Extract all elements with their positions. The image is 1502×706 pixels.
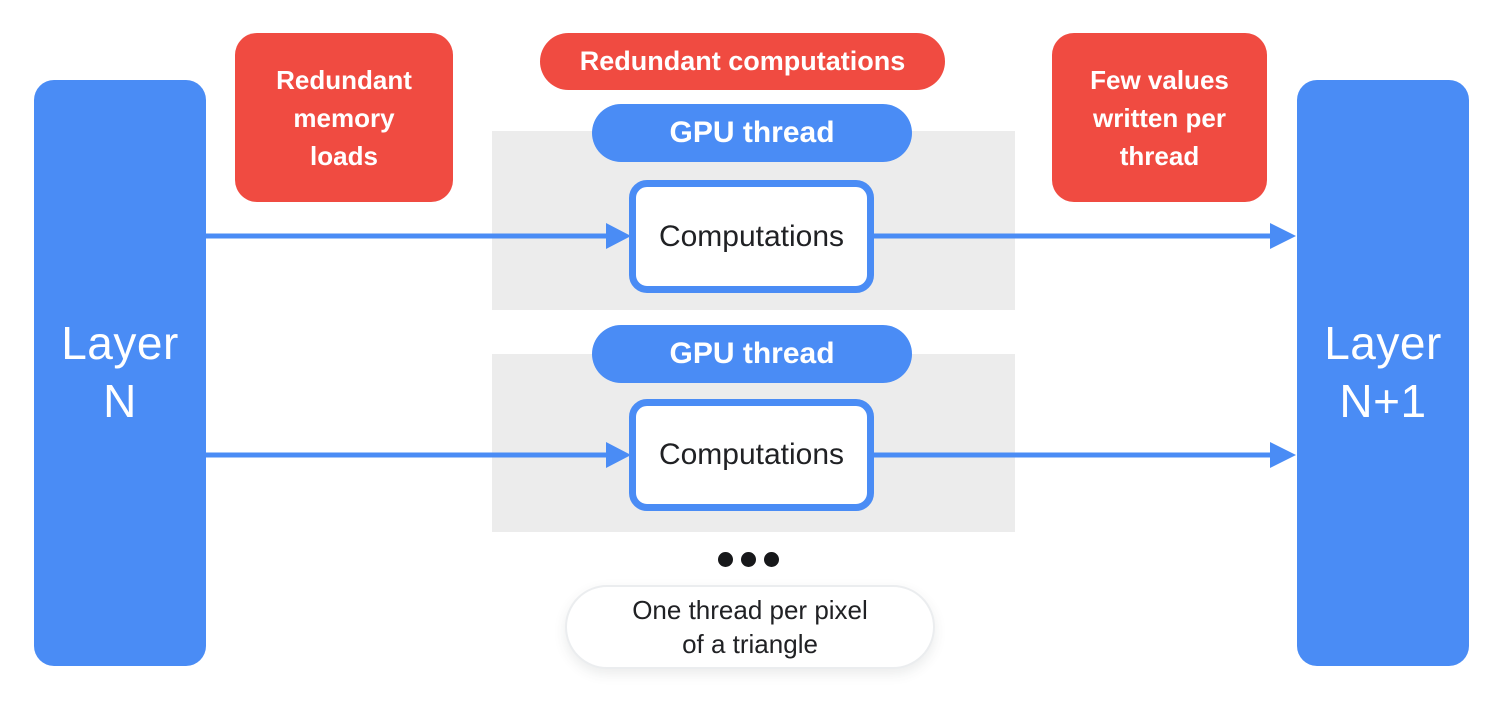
arrow-row-2 <box>206 442 1296 468</box>
ellipsis-dot <box>718 552 733 567</box>
arrow-row-1 <box>206 223 1296 249</box>
badge-memory-line3: loads <box>310 140 378 171</box>
computations-box-1: Computations <box>629 180 874 293</box>
computations-label-2: Computations <box>658 438 845 471</box>
badge-writes-line2: written per <box>1093 102 1226 133</box>
caption-line1: One thread per pixel <box>632 595 868 625</box>
computations-label-1: Computations <box>658 219 845 253</box>
layer-n-plus-1-box: Layer N+1 <box>1297 80 1469 666</box>
badge-writes-line1: Few values <box>1090 64 1229 95</box>
layer-n-label-line1: Layer <box>61 317 179 370</box>
badge-memory-line2: memory <box>293 102 395 133</box>
caption-one-thread-per-pixel: One thread per pixel of a triangle <box>565 585 935 669</box>
layer-n-plus-1-label-line1: Layer <box>1324 317 1442 370</box>
computations-box-2: Computations <box>629 399 874 511</box>
layer-n-plus-1-label-line2: N+1 <box>1339 375 1427 427</box>
gpu-thread-label-2: GPU thread <box>669 337 835 370</box>
badge-redundant-computations: Redundant computations <box>540 33 945 90</box>
layer-n-box: Layer N <box>34 80 206 666</box>
layer-n-label-line2: N <box>103 375 137 427</box>
ellipsis-dots-icon <box>718 552 779 567</box>
badge-memory-line1: Redundant <box>276 64 412 95</box>
ellipsis-dot <box>764 552 779 567</box>
badge-writes-line3: thread <box>1119 140 1200 171</box>
badge-compute-label: Redundant computations <box>579 46 906 76</box>
badge-few-values-written: Few values written per thread <box>1052 33 1267 202</box>
caption-line2: of a triangle <box>682 629 818 659</box>
gpu-thread-pill-1: GPU thread <box>592 104 912 162</box>
badge-redundant-memory-loads: Redundant memory loads <box>235 33 453 202</box>
gpu-thread-label-1: GPU thread <box>669 116 835 149</box>
ellipsis-dot <box>741 552 756 567</box>
gpu-thread-pill-2: GPU thread <box>592 325 912 383</box>
